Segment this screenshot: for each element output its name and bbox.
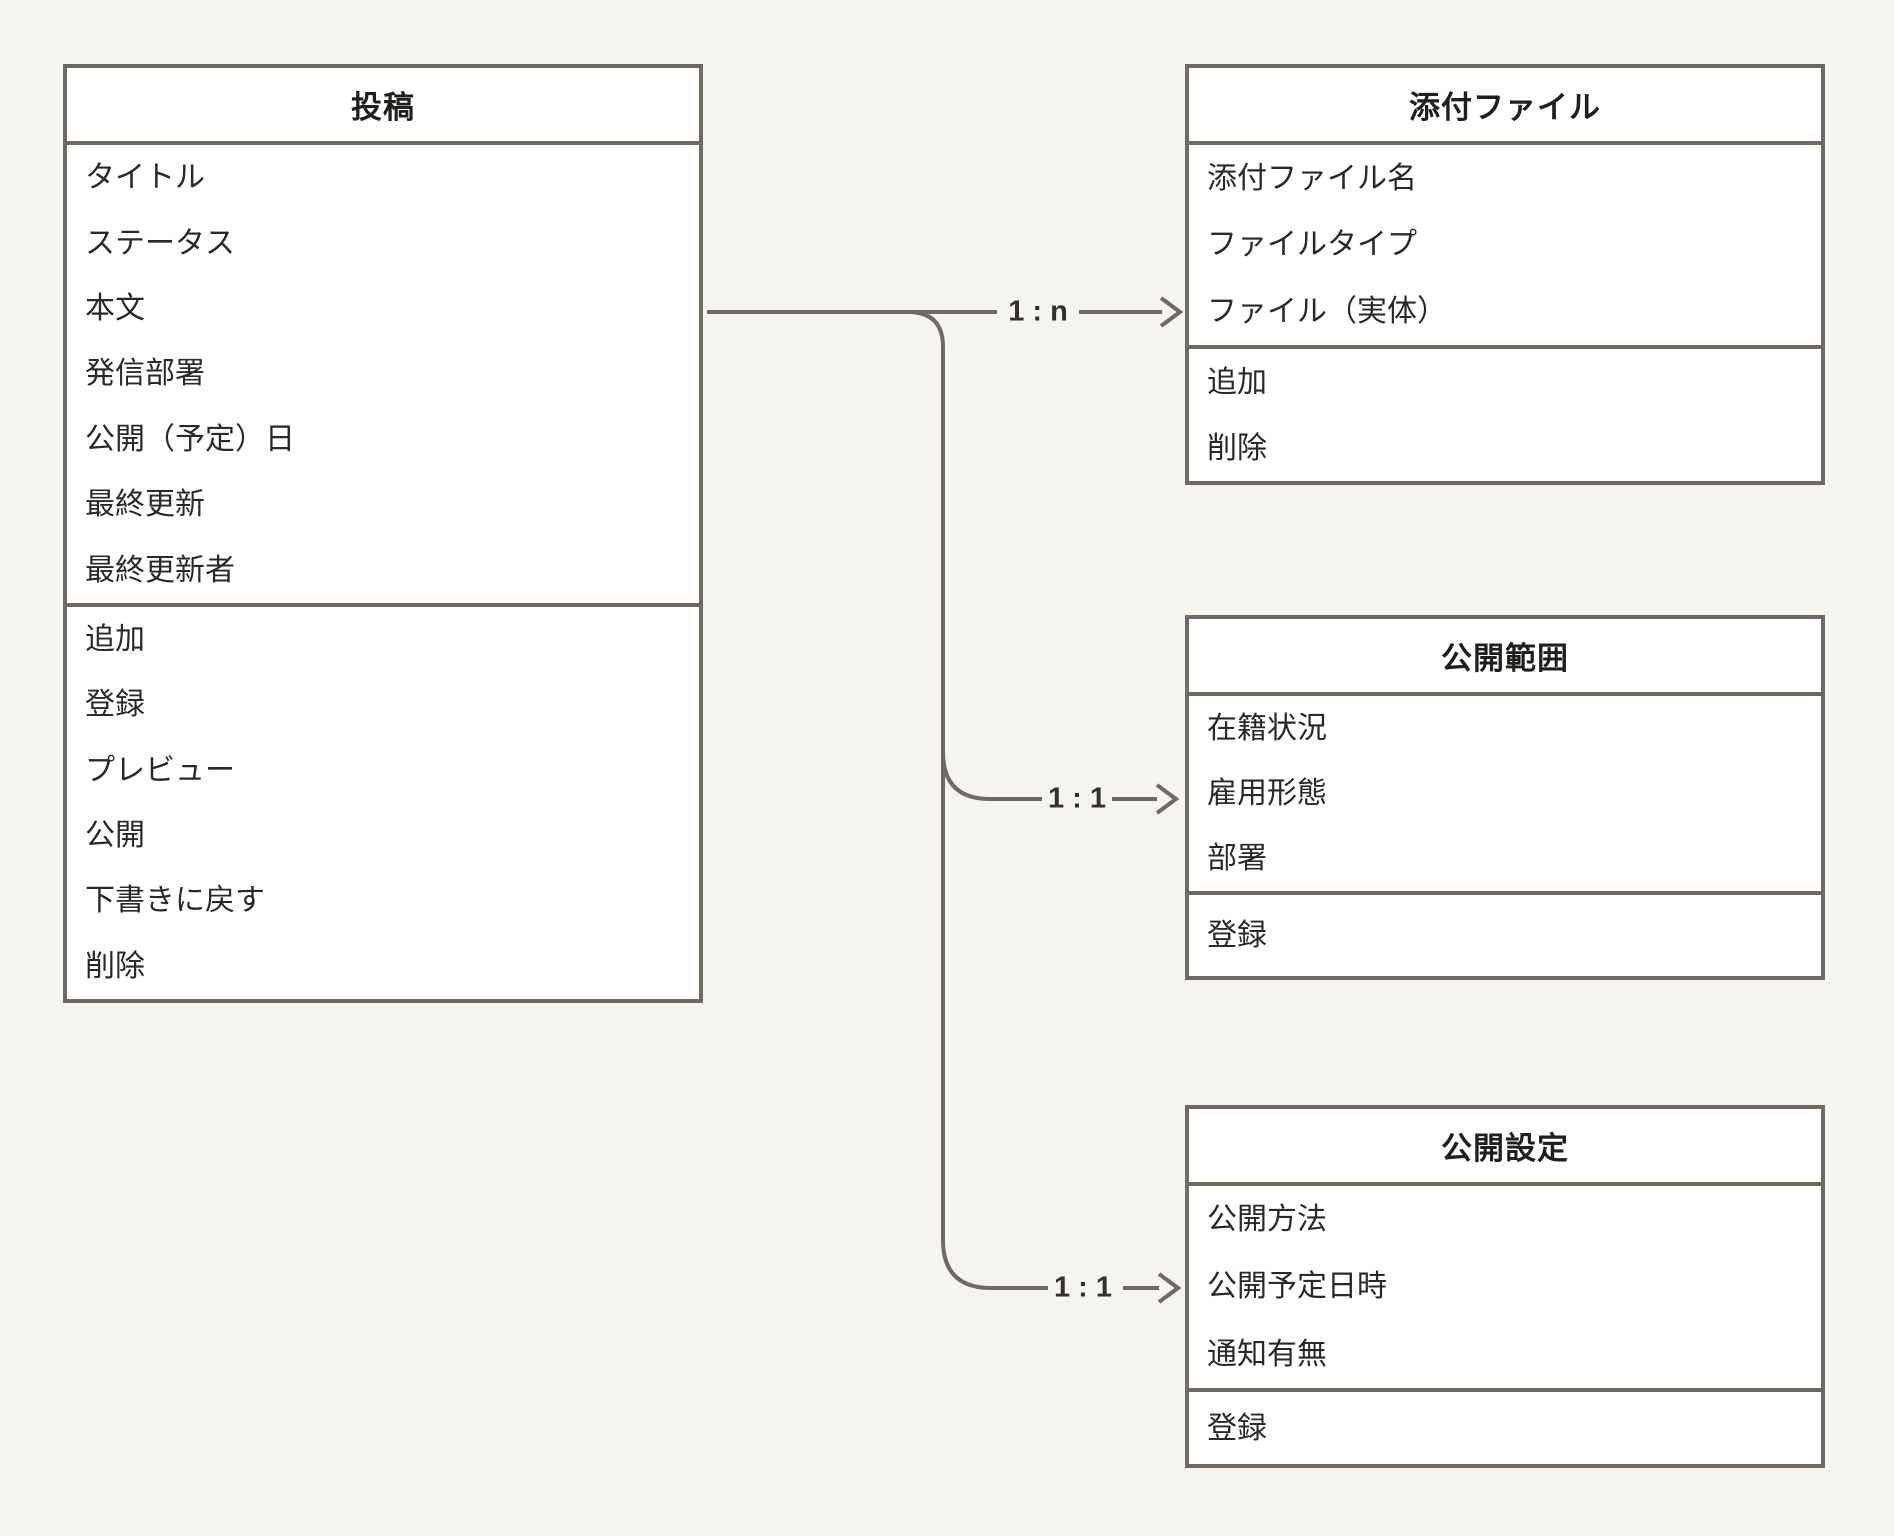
field-row: 本文 [85, 292, 145, 326]
action-row: 下書きに戻す [85, 884, 265, 918]
field-row: 公開予定日時 [1207, 1270, 1387, 1304]
entity-scope-fields: 在籍状況 雇用形態 部署 [1189, 696, 1821, 895]
relation-label-post-scope: 1 : 1 [1047, 782, 1107, 815]
action-row: プレビュー [85, 753, 235, 787]
entity-attachment-title: 添付ファイル [1189, 68, 1821, 145]
action-row: 削除 [85, 949, 145, 983]
entity-settings-actions: 登録 [1189, 1392, 1821, 1464]
entity-attachment: 添付ファイル 添付ファイル名 ファイルタイプ ファイル（実体） 追加 削除 [1185, 64, 1825, 485]
field-row: 部署 [1207, 842, 1267, 875]
field-row: ファイル（実体） [1207, 295, 1447, 329]
entity-post-title: 投稿 [67, 68, 699, 145]
field-row: 雇用形態 [1207, 777, 1327, 810]
relation-label-post-settings: 1 : 1 [1053, 1271, 1113, 1304]
entity-attachment-actions: 追加 削除 [1189, 349, 1821, 481]
action-row: 追加 [85, 623, 145, 657]
connector-branch-scope [941, 751, 1042, 801]
entity-scope: 公開範囲 在籍状況 雇用形態 部署 登録 [1185, 615, 1825, 980]
entity-scope-actions: 登録 [1189, 895, 1821, 976]
field-row: 添付ファイル名 [1207, 161, 1417, 195]
entity-scope-title: 公開範囲 [1189, 619, 1821, 696]
entity-post-fields: タイトル ステータス 本文 発信部署 公開（予定）日 最終更新 最終更新者 [67, 145, 699, 607]
entity-settings-title: 公開設定 [1189, 1109, 1821, 1186]
relation-label-post-attachment: 1 : n [1008, 295, 1068, 328]
connector-branch-settings [941, 1239, 1048, 1290]
entity-post-actions: 追加 登録 プレビュー 公開 下書きに戻す 削除 [67, 607, 699, 999]
field-row: 公開方法 [1207, 1203, 1327, 1237]
action-row: 登録 [85, 688, 145, 722]
arrowhead-scope-icon [1155, 783, 1180, 815]
arrowhead-attachment-icon [1159, 296, 1184, 328]
field-row: 公開（予定）日 [85, 422, 295, 456]
action-row: 登録 [1207, 1411, 1267, 1445]
arrowhead-settings-icon [1157, 1272, 1182, 1304]
field-row: 発信部署 [85, 357, 205, 391]
entity-settings: 公開設定 公開方法 公開予定日時 通知有無 登録 [1185, 1105, 1825, 1468]
entity-attachment-fields: 添付ファイル名 ファイルタイプ ファイル（実体） [1189, 145, 1821, 349]
field-row: 在籍状況 [1207, 712, 1327, 745]
entity-post: 投稿 タイトル ステータス 本文 発信部署 公開（予定）日 最終更新 最終更新者… [63, 64, 703, 1003]
field-row: 通知有無 [1207, 1337, 1327, 1371]
field-row: タイトル [85, 161, 205, 195]
entity-settings-fields: 公開方法 公開予定日時 通知有無 [1189, 1186, 1821, 1392]
connector-trunk [907, 310, 945, 1240]
action-row: 追加 [1207, 365, 1267, 399]
action-row: 登録 [1207, 919, 1267, 952]
field-row: ファイルタイプ [1207, 228, 1417, 262]
action-row: 削除 [1207, 431, 1267, 465]
action-row: 公開 [85, 819, 145, 853]
field-row: ステータス [85, 226, 235, 260]
field-row: 最終更新 [85, 488, 205, 522]
connector-group [707, 296, 1184, 1304]
field-row: 最終更新者 [85, 553, 235, 587]
